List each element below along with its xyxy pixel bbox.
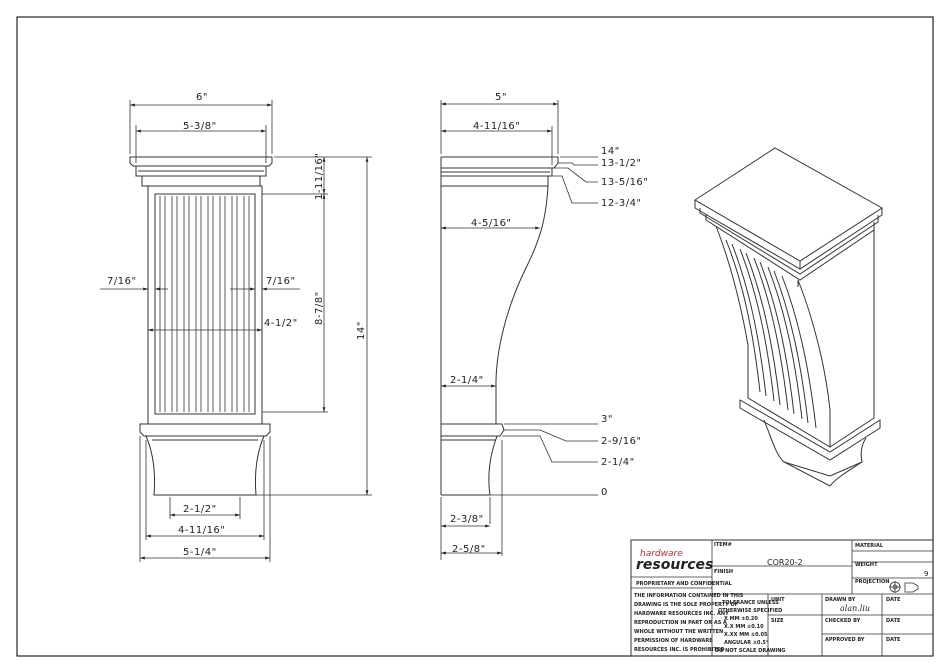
drawn-by-label: DRAWN BY bbox=[825, 597, 856, 603]
item-value: COR20-2 bbox=[767, 558, 803, 567]
dim-front-inset-right: 7/16" bbox=[266, 276, 296, 287]
logo-resources: resources bbox=[636, 557, 713, 573]
dim-front-base-outer: 5-1/4" bbox=[183, 547, 217, 558]
tolerance-line: ANGULAR ±0.5° bbox=[724, 640, 769, 646]
notice-line: HARDWARE RESOURCES INC. ANY bbox=[634, 611, 729, 617]
dim-front-total-height: 14" bbox=[356, 321, 367, 340]
finish-label: FINISH bbox=[714, 569, 733, 575]
sheet-border bbox=[16, 16, 934, 657]
tolerance-block: TOLERANCE UNLESS OTHERWISE SPECIFIED X M… bbox=[715, 600, 786, 654]
tolerance-line: TOLERANCE UNLESS bbox=[722, 600, 779, 606]
dim-side-depth-neck: 4-5/16" bbox=[471, 218, 512, 229]
dim-front-top-height: 1-11/16" bbox=[314, 153, 325, 200]
side-dimensions bbox=[440, 100, 598, 560]
drawn-by-value: alan.liu bbox=[840, 604, 870, 613]
front-view bbox=[129, 156, 273, 496]
proprietary-heading: PROPRIETARY AND CONFIDENTIAL bbox=[636, 581, 733, 587]
dim-front-width-top: 5-3/8" bbox=[183, 121, 217, 132]
logo-hardware: hardware bbox=[640, 549, 683, 559]
tolerance-line: DO NOT SCALE DRAWING bbox=[715, 648, 786, 654]
dim-side-h-13-5-16: 13-5/16" bbox=[601, 177, 648, 188]
notice-line: THE INFORMATION CONTAINED IN THIS bbox=[634, 593, 744, 599]
dim-front-panel-width: 4-1/2" bbox=[264, 318, 298, 329]
title-block bbox=[630, 539, 934, 657]
dim-front-panel-height: 8-7/8" bbox=[314, 291, 325, 325]
material-label: MATERIAL bbox=[855, 543, 884, 549]
front-dimension-labels: 6" 5-3/8" 7/16" 7/16" 4-1/2" 1-11/16" 8-… bbox=[107, 92, 367, 558]
notice-line: PERMISSION OF HARDWARE bbox=[634, 638, 713, 644]
date-label: DATE bbox=[886, 597, 901, 603]
dim-side-h-3: 3" bbox=[601, 414, 613, 425]
front-dimensions bbox=[100, 100, 372, 562]
dim-front-width-overall: 6" bbox=[196, 92, 208, 103]
approved-by-label: APPROVED BY bbox=[825, 637, 865, 643]
weight-label: WEIGHT bbox=[855, 562, 878, 568]
dim-front-base-mid: 4-11/16" bbox=[178, 525, 225, 536]
side-dimension-labels: 5" 4-11/16" 4-5/16" 2-1/4" 2-3/8" 2-5/8"… bbox=[450, 92, 648, 555]
dim-side-h-2-9-16: 2-9/16" bbox=[601, 436, 642, 447]
dim-side-depth-top: 4-11/16" bbox=[473, 121, 520, 132]
side-view bbox=[440, 156, 559, 496]
tolerance-line: X.XX MM ±0.05 bbox=[724, 632, 768, 638]
dim-side-h-13-1-2: 13-1/2" bbox=[601, 158, 642, 169]
tolerance-line: X.X MM ±0.10 bbox=[724, 624, 764, 630]
dim-side-depth-overall: 5" bbox=[495, 92, 507, 103]
dim-side-h-2-1-4: 2-1/4" bbox=[601, 457, 635, 468]
dim-side-depth-base-outer: 2-5/8" bbox=[452, 544, 486, 555]
date-label: DATE bbox=[886, 618, 901, 624]
unit-label: UNIT bbox=[771, 597, 785, 603]
dim-side-h-0: 0 bbox=[601, 487, 608, 498]
tolerance-line: OTHERWISE SPECIFIED bbox=[718, 608, 782, 614]
notice-line: REPRODUCTION IN PART OR AS A bbox=[634, 620, 727, 626]
size-label: SIZE bbox=[771, 618, 784, 624]
weight-value: 9 bbox=[924, 570, 928, 578]
date-label: DATE bbox=[886, 637, 901, 643]
title-block-text: hardware resources PROPRIETARY AND CONFI… bbox=[634, 542, 928, 654]
notice-line: RESOURCES INC. IS PROHIBITED bbox=[634, 647, 724, 653]
dim-side-h-12-3-4: 12-3/4" bbox=[601, 198, 642, 209]
notice-line: DRAWING IS THE SOLE PROPERTY OF bbox=[634, 602, 738, 608]
projection-label: PROJECTION bbox=[855, 579, 889, 585]
projection-symbol-icon bbox=[889, 581, 919, 593]
isometric-view bbox=[694, 147, 883, 487]
checked-by-label: CHECKED BY bbox=[825, 618, 861, 624]
dim-front-inset-left: 7/16" bbox=[107, 276, 137, 287]
item-label: ITEM# bbox=[714, 542, 732, 548]
tolerance-line: X MM ±0.20 bbox=[724, 616, 758, 622]
notice-text: THE INFORMATION CONTAINED IN THIS DRAWIN… bbox=[634, 593, 744, 653]
dim-side-depth-waist: 2-1/4" bbox=[450, 375, 484, 386]
dim-front-base-inner: 2-1/2" bbox=[183, 504, 217, 515]
dim-side-h-14: 14" bbox=[601, 146, 620, 157]
notice-line: WHOLE WITHOUT THE WRITTEN bbox=[634, 629, 723, 635]
dim-side-depth-base-inner: 2-3/8" bbox=[450, 514, 484, 525]
